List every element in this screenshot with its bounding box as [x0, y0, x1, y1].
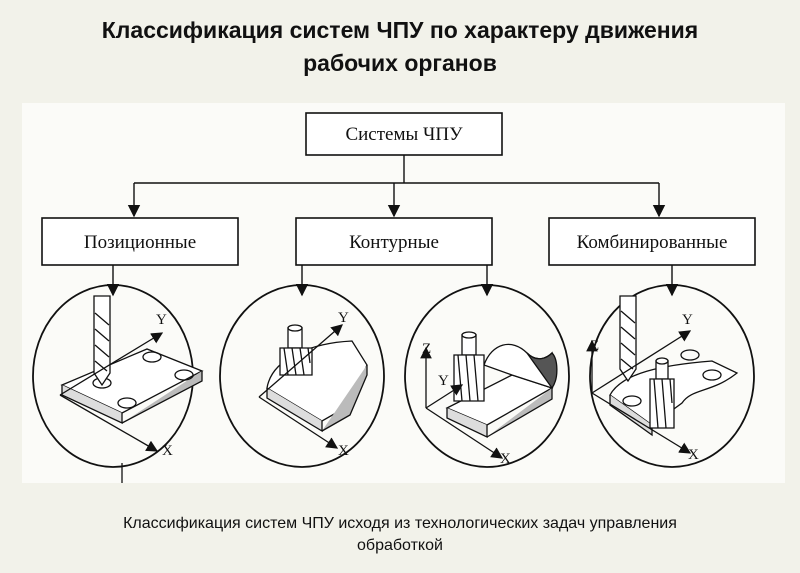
node-positional: Позиционные [41, 217, 239, 266]
tree-connectors [106, 155, 679, 297]
node-contour: Контурные [295, 217, 493, 266]
positional-x-label: X [162, 443, 173, 459]
combined-y-label: Y [682, 312, 693, 328]
contour3d-x-label: X [500, 451, 511, 467]
classification-diagram: Системы ЧПУ Позиционные Контурные Комбин… [22, 103, 785, 483]
contour2d-x-label: X [338, 443, 349, 459]
combined-x-label: X [688, 447, 699, 463]
node-contour-label: Контурные [349, 232, 439, 253]
contour2d-y-label: Y [338, 310, 349, 326]
node-combined-label: Комбинированные [577, 232, 728, 253]
illustration-contour-2d [219, 284, 385, 468]
contour3d-z-label: Z [422, 341, 431, 357]
root-label: Системы ЧПУ [345, 124, 463, 145]
slide-title: Классификация систем ЧПУ по характеру дв… [0, 14, 800, 80]
contour3d-y-label: Y [438, 373, 449, 389]
combined-z-label: Z [590, 338, 599, 354]
illustration-positional [32, 284, 204, 483]
caption-line-1: Классификация систем ЧПУ исходя из техно… [123, 515, 677, 532]
illustration-combined [586, 284, 755, 468]
title-line-2: рабочих органов [303, 50, 497, 76]
diagram-svg: Системы ЧПУ Позиционные Контурные Комбин… [32, 112, 756, 483]
caption: Классификация систем ЧПУ исходя из техно… [40, 513, 760, 557]
illustration-contour-3d [404, 284, 570, 468]
node-positional-label: Позиционные [84, 232, 196, 253]
caption-line-2: обработкой [357, 537, 443, 554]
node-combined: Комбинированные [548, 217, 756, 266]
title-line-1: Классификация систем ЧПУ по характеру дв… [101, 17, 699, 43]
positional-y-label: Y [156, 312, 167, 328]
root-node: Системы ЧПУ [305, 112, 503, 156]
